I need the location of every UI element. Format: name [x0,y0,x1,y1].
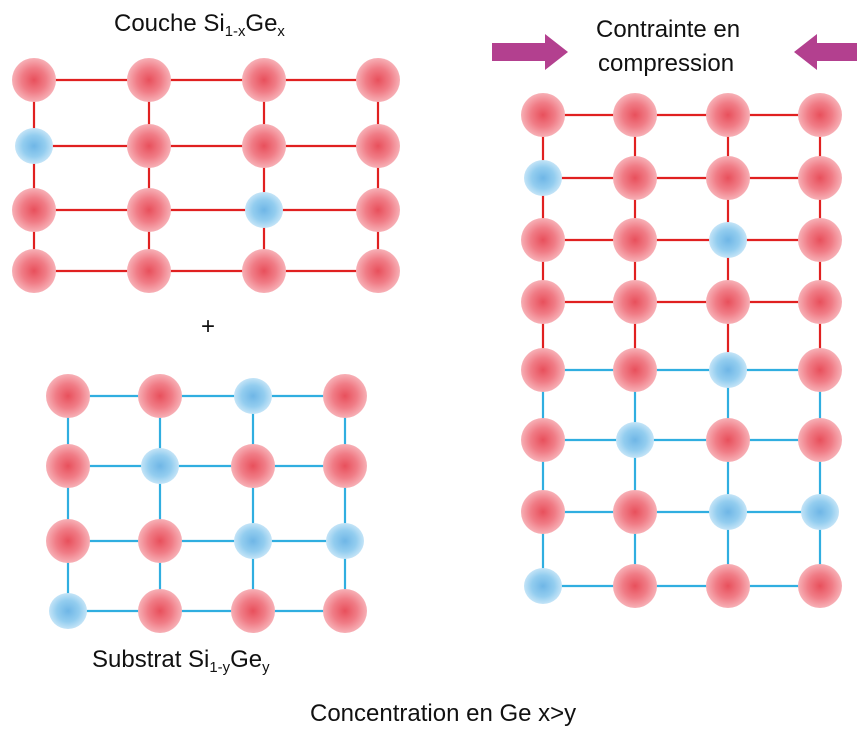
si-atom [138,374,182,418]
top-layer-lattice [12,58,400,293]
ge-atom [15,128,53,164]
si-atom [613,218,657,262]
ge-atom [524,568,562,604]
plus-sign: + [201,313,216,340]
si-atom [127,188,171,232]
compression-arrow-right [794,34,857,70]
bonds [66,394,347,613]
si-atom [12,58,56,102]
si-atom [356,124,400,168]
ge-atom [234,523,272,559]
si-atom [613,490,657,534]
si-atom [798,93,842,137]
si-atom [356,58,400,102]
si-atom [521,93,565,137]
si-atom [613,156,657,200]
si-atom [46,374,90,418]
si-atom [521,418,565,462]
bonds [541,113,822,588]
si-atom [613,348,657,392]
atoms [521,93,842,608]
si-atom [12,249,56,293]
ge-atom [326,523,364,559]
ge-atom [801,494,839,530]
substrate-lattice [46,374,367,633]
ge-atom [49,593,87,629]
si-atom [127,124,171,168]
stress-label-line1: Contrainte en [596,16,741,43]
si-atom [323,444,367,488]
si-atom [12,188,56,232]
atoms [46,374,367,633]
ge-atom [524,160,562,196]
si-atom [798,156,842,200]
si-atom [323,374,367,418]
si-atom [706,156,750,200]
ge-atom [709,352,747,388]
compression-arrow-left [492,34,568,70]
si-atom [798,348,842,392]
si-atom [706,418,750,462]
si-atom [356,188,400,232]
si-atom [521,280,565,324]
ge-atom [245,192,283,228]
si-atom [798,418,842,462]
si-atom [127,249,171,293]
si-atom [46,444,90,488]
si-atom [798,564,842,608]
si-atom [613,280,657,324]
si-atom [613,93,657,137]
si-atom [323,589,367,633]
ge-atom [709,494,747,530]
si-atom [521,490,565,534]
ge-atom [616,422,654,458]
si-atom [613,564,657,608]
si-atom [706,93,750,137]
concentration-caption: Concentration en Ge x>y [310,700,577,727]
si-atom [356,249,400,293]
bonds [32,78,380,273]
si-atom [706,564,750,608]
si-atom [521,348,565,392]
si-atom [242,124,286,168]
si-atom [798,280,842,324]
stress-label-line2: compression [598,50,735,77]
si-atom [46,519,90,563]
si-atom [706,280,750,324]
si-atom [521,218,565,262]
atoms [12,58,400,293]
si-atom [138,519,182,563]
si-atom [242,249,286,293]
si-atom [231,444,275,488]
top-layer-label: Couche Si1-xGex [114,10,285,41]
strained-lattice [521,93,842,608]
si-atom [242,58,286,102]
si-atom [798,218,842,262]
ge-atom [234,378,272,414]
substrate-label: Substrat Si1-yGey [92,646,270,677]
ge-atom [141,448,179,484]
ge-atom [709,222,747,258]
si-atom [138,589,182,633]
si-atom [231,589,275,633]
si-atom [127,58,171,102]
